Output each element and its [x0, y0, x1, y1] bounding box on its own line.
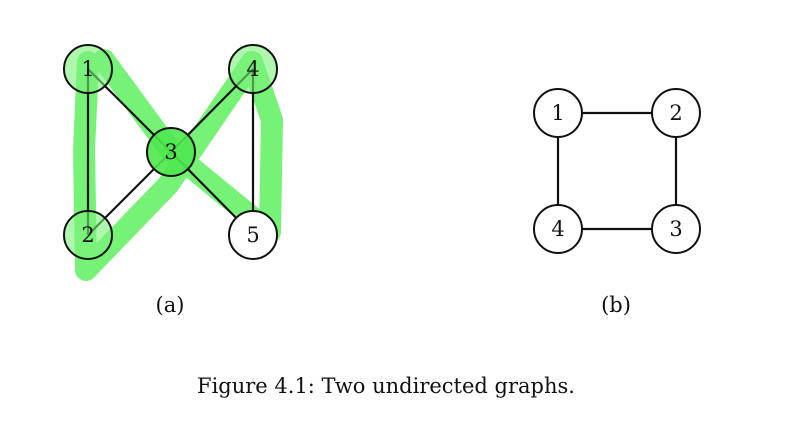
- node-circle: [533, 204, 583, 254]
- node-label: 2: [669, 101, 682, 125]
- figure-caption: Figure 4.1: Two undirected graphs.: [197, 374, 575, 398]
- graph-a-node-5: 5: [228, 210, 278, 260]
- graph-b-node-1: 1: [533, 88, 583, 138]
- node-label: 2: [81, 223, 94, 247]
- node-circle: [651, 204, 701, 254]
- graph-b: 1 2 3 4 (b): [533, 88, 701, 317]
- graph-a-node-1: 1: [63, 44, 113, 94]
- graph-b-label: (b): [601, 293, 631, 317]
- node-label: 4: [551, 217, 564, 241]
- graph-b-node-2: 2: [651, 88, 701, 138]
- node-label: 1: [81, 57, 94, 81]
- node-label: 5: [246, 223, 259, 247]
- node-label: 3: [669, 217, 682, 241]
- graph-a: 1 2 3 4 5 (a): [63, 44, 283, 317]
- node-label: 3: [164, 140, 177, 164]
- graph-b-node-3: 3: [651, 204, 701, 254]
- graph-a-node-2: 2: [63, 210, 113, 260]
- node-circle: [651, 88, 701, 138]
- node-circle: [146, 127, 196, 177]
- graph-b-node-4: 4: [533, 204, 583, 254]
- node-label: 4: [246, 57, 259, 81]
- graph-a-node-4: 4: [228, 44, 278, 94]
- node-circle: [63, 210, 113, 260]
- graph-a-label: (a): [156, 293, 185, 317]
- node-circle: [533, 88, 583, 138]
- node-label: 1: [551, 101, 564, 125]
- node-circle: [228, 210, 278, 260]
- node-circle: [228, 44, 278, 94]
- graph-a-node-3: 3: [146, 127, 196, 177]
- node-circle: [63, 44, 113, 94]
